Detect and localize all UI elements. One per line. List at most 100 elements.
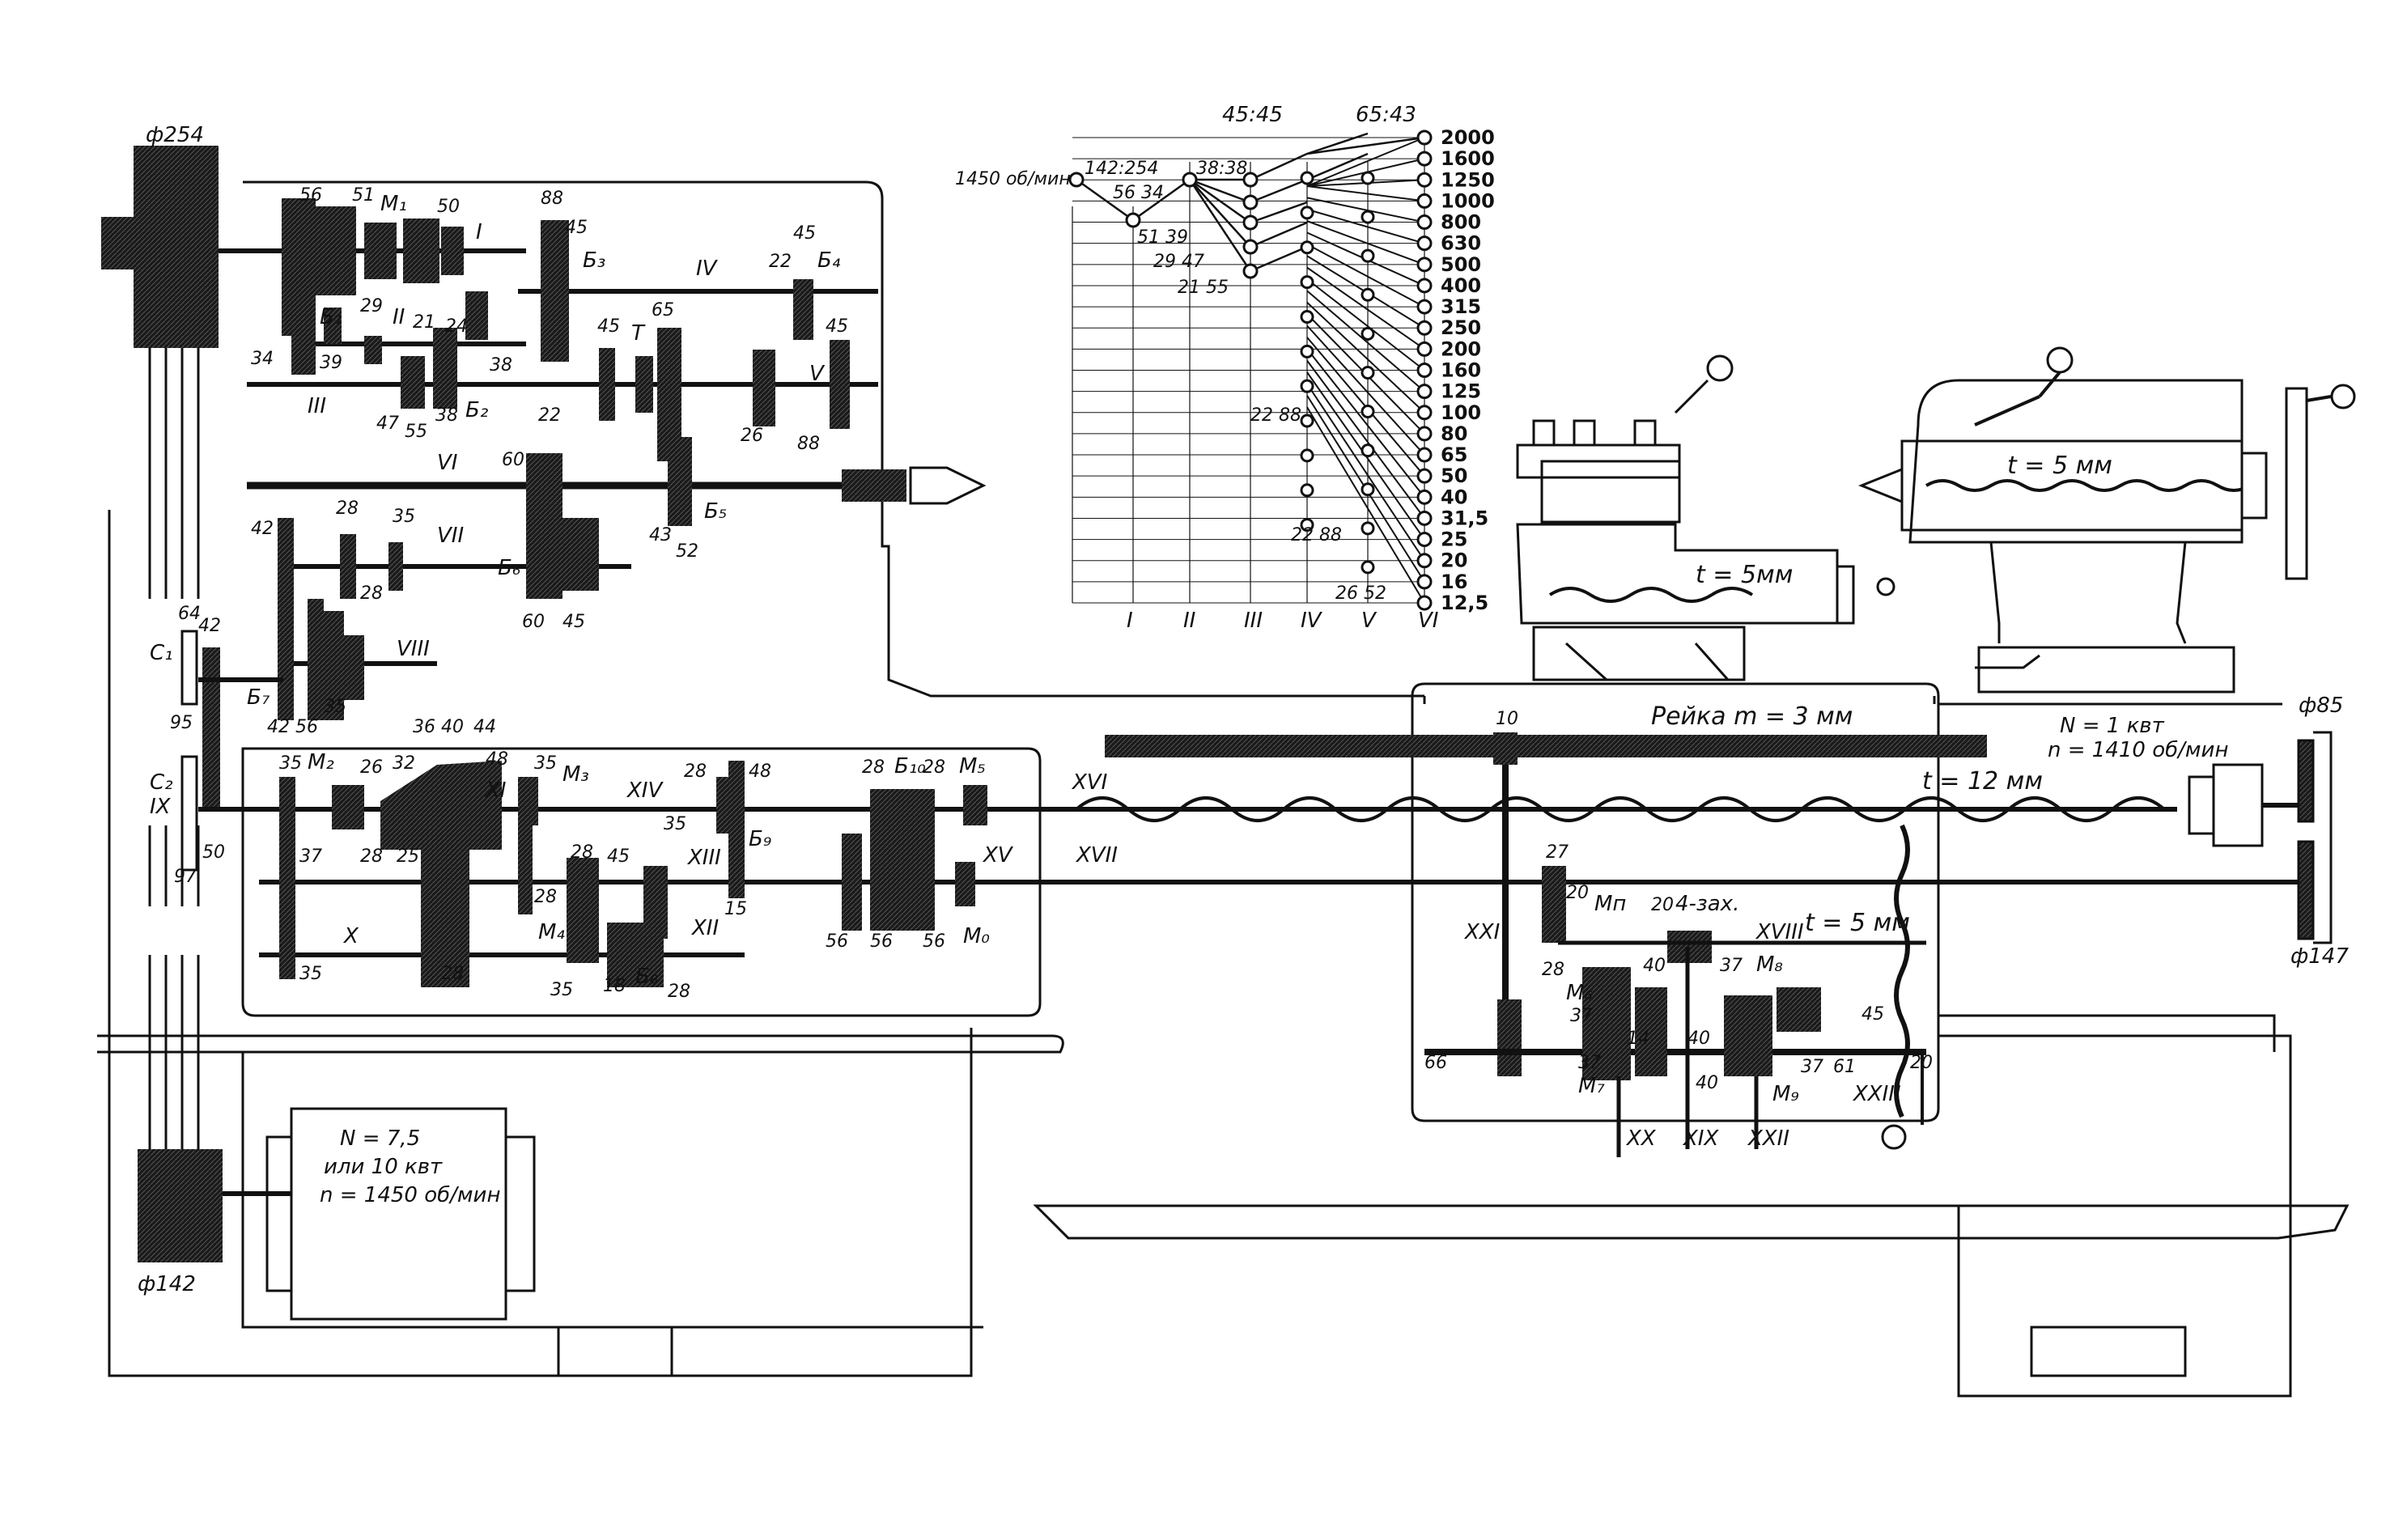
speed-ray bbox=[1306, 325, 1425, 456]
svg-text:XIII: XIII bbox=[686, 846, 721, 870]
svg-text:Б₇: Б₇ bbox=[247, 685, 270, 710]
svg-text:44: 44 bbox=[473, 717, 496, 737]
svg-text:56: 56 bbox=[870, 931, 893, 952]
speed-ray bbox=[1306, 197, 1425, 223]
svg-text:Б₆: Б₆ bbox=[498, 556, 520, 580]
base-right bbox=[1957, 1206, 2292, 1398]
chart-shaft-label: I bbox=[1127, 609, 1133, 633]
svg-text:I: I bbox=[476, 220, 482, 244]
svg-text:II: II bbox=[393, 305, 405, 329]
speed-ray bbox=[1306, 266, 1425, 350]
svg-text:Б₂: Б₂ bbox=[465, 398, 488, 422]
pulley-254 bbox=[134, 146, 219, 348]
svg-text:28: 28 bbox=[668, 982, 690, 1002]
svg-text:XX: XX bbox=[1625, 1126, 1657, 1151]
speed-node bbox=[1361, 482, 1375, 497]
speed-node bbox=[1300, 379, 1314, 393]
svg-text:51: 51 bbox=[352, 185, 375, 206]
apron-worm-label: 4-зах. bbox=[1675, 892, 1739, 916]
svg-text:M₉: M₉ bbox=[1772, 1082, 1799, 1106]
speed-node bbox=[1416, 489, 1433, 505]
svg-text:37: 37 bbox=[1720, 956, 1743, 976]
belt-drive: ф254 ф142 bbox=[101, 123, 291, 1296]
main-motor-speed: n = 1450 об/мин bbox=[320, 1183, 500, 1207]
svg-text:45: 45 bbox=[607, 846, 630, 867]
svg-text:Т: Т bbox=[631, 321, 646, 346]
chart-ratio-21-55: 21 55 bbox=[1178, 278, 1229, 298]
speed-ray bbox=[1306, 383, 1425, 562]
speed-ray bbox=[1306, 152, 1369, 181]
spindle-speed-label: 315 bbox=[1441, 295, 1481, 318]
speed-ray bbox=[1189, 179, 1251, 248]
speed-node bbox=[1416, 235, 1433, 252]
speed-node bbox=[1361, 443, 1375, 458]
speed-node bbox=[1242, 214, 1259, 231]
tailstock-screw-label: t = 5 мм bbox=[2007, 452, 2112, 480]
chart-ratio-38-38: 38:38 bbox=[1196, 159, 1247, 179]
svg-text:M₇: M₇ bbox=[1578, 1074, 1605, 1098]
pulley-254-label: ф254 bbox=[146, 123, 204, 147]
svg-text:Б₄: Б₄ bbox=[817, 248, 841, 273]
svg-text:XVII: XVII bbox=[1075, 843, 1118, 868]
spindle-speed-label: 80 bbox=[1441, 422, 1467, 445]
svg-text:M₈: M₈ bbox=[1756, 952, 1783, 977]
speed-node bbox=[1416, 151, 1433, 167]
speed-node bbox=[1416, 447, 1433, 463]
svg-text:22: 22 bbox=[538, 405, 561, 426]
svg-text:56: 56 bbox=[295, 717, 318, 737]
svg-text:37: 37 bbox=[299, 846, 322, 867]
svg-text:35: 35 bbox=[299, 964, 322, 984]
speed-ray bbox=[1306, 185, 1425, 202]
svg-text:IX: IX bbox=[150, 795, 172, 819]
speed-ray bbox=[1306, 220, 1425, 265]
saddle bbox=[1532, 626, 1746, 681]
compound-screw-label: t = 5мм bbox=[1696, 561, 1793, 589]
main-motor-power-alt: или 10 квт bbox=[324, 1155, 443, 1179]
svg-text:XXII: XXII bbox=[1747, 1126, 1789, 1151]
speed-node bbox=[1182, 172, 1198, 188]
speed-ray bbox=[1306, 360, 1425, 520]
svg-text:40: 40 bbox=[1643, 956, 1666, 976]
speed-node bbox=[1242, 172, 1259, 188]
svg-text:28: 28 bbox=[441, 964, 464, 984]
svg-text:42: 42 bbox=[198, 616, 221, 636]
headstock-gear-labels: 56 51 M₁ 50 I 88 45 Б₃ IV 45 Б₄ 22 Б₁ 29… bbox=[247, 185, 848, 737]
svg-text:27: 27 bbox=[1546, 842, 1569, 863]
speed-node bbox=[1361, 405, 1375, 419]
speed-ray bbox=[1189, 178, 1251, 204]
speed-node bbox=[1361, 326, 1375, 341]
change-gears bbox=[180, 630, 283, 872]
spindle-speed-label: 800 bbox=[1441, 211, 1481, 234]
svg-text:37: 37 bbox=[1578, 1053, 1601, 1073]
speed-node bbox=[1361, 365, 1375, 380]
svg-text:XXI: XXI bbox=[1463, 920, 1500, 944]
svg-text:Б₃: Б₃ bbox=[583, 248, 605, 273]
speed-ray bbox=[1306, 406, 1425, 604]
svg-text:65: 65 bbox=[652, 300, 674, 320]
svg-text:56: 56 bbox=[923, 931, 945, 952]
speed-node bbox=[1416, 278, 1433, 294]
speed-node bbox=[1416, 553, 1433, 569]
speed-node bbox=[1416, 468, 1433, 484]
svg-text:20: 20 bbox=[1651, 895, 1674, 915]
speed-node bbox=[1361, 171, 1375, 185]
spindle-speed-label: 31,5 bbox=[1441, 507, 1488, 529]
speed-node bbox=[1361, 560, 1375, 575]
svg-text:35: 35 bbox=[324, 697, 346, 717]
chart-ratio-45-45: 45:45 bbox=[1222, 103, 1283, 127]
chart-shaft-label: VI bbox=[1418, 609, 1438, 633]
chart-shaft-label: II bbox=[1183, 609, 1195, 633]
svg-text:48: 48 bbox=[749, 762, 771, 782]
speed-node bbox=[1416, 172, 1433, 188]
svg-text:97: 97 bbox=[174, 867, 197, 887]
speed-ray bbox=[1306, 137, 1425, 187]
svg-text:38: 38 bbox=[435, 405, 458, 426]
speed-node bbox=[1242, 194, 1259, 210]
speed-node bbox=[1300, 171, 1314, 185]
svg-text:XIV: XIV bbox=[626, 778, 664, 803]
svg-text:10: 10 bbox=[1496, 709, 1518, 729]
svg-text:M₆: M₆ bbox=[1566, 981, 1593, 1005]
svg-text:56: 56 bbox=[826, 931, 848, 952]
spindle-speed-label: 630 bbox=[1441, 232, 1481, 255]
chart-ratio-22-88-b: 22 88 bbox=[1291, 525, 1342, 545]
